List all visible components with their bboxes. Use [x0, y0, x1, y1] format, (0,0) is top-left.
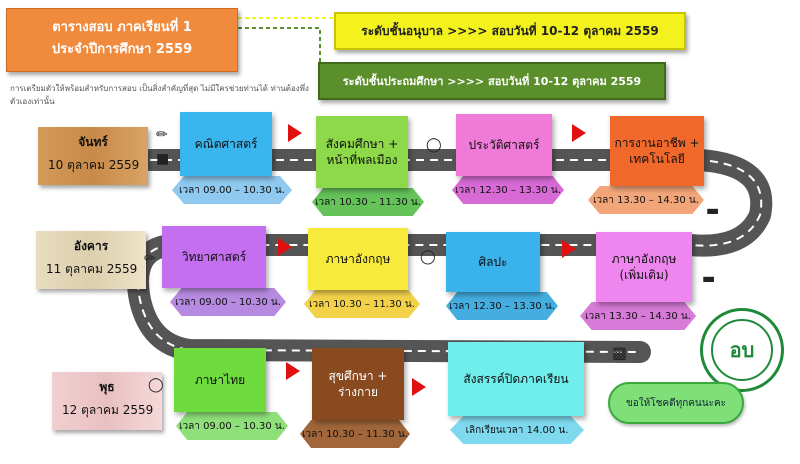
day-date: 11 ตุลาคม 2559 — [46, 262, 138, 276]
subject-card: สุขศึกษา + ร่างกาย — [312, 348, 404, 420]
next-arrow-icon — [412, 378, 426, 396]
reading-student-icon: ■ — [156, 151, 170, 167]
meal-plate-icon: ◯ — [420, 249, 436, 265]
logo-mark: อบ — [711, 319, 773, 381]
reading-student-icon: ✏ — [144, 251, 156, 267]
day-date: 10 ตุลาคม 2559 — [48, 158, 140, 172]
subject-card: สังคมศึกษา + หน้าที่พลเมือง — [316, 116, 408, 188]
subject-card: ภาษาอังกฤษ (เพิ่มเติม) — [596, 232, 692, 302]
title-line-1: ตารางสอบ ภาคเรียนที่ 1 — [52, 20, 192, 35]
motivation-note: การเตรียมตัวให้พร้อมสำหรับการสอบ เป็นสิ่… — [10, 84, 309, 106]
subject-card: ภาษาไทย — [174, 348, 266, 412]
meal-plate-icon: ◯ — [426, 137, 442, 153]
time-bar: เวลา 10.30 – 11.30 น. — [312, 188, 424, 216]
title-line-2: ประจำปีการศึกษา 2559 — [51, 42, 193, 57]
time-bar: เวลา 09.00 – 10.30 น. — [172, 176, 292, 204]
car-icon: ▩ — [612, 343, 628, 362]
kindergarten-banner: ระดับชั้นอนุบาล >>>> สอบวันที่ 10-12 ตุล… — [334, 12, 686, 50]
time-bar: เวลา 10.30 – 11.30 น. — [304, 290, 420, 318]
day-name: พุธ — [99, 380, 115, 394]
school-logo: อบ — [700, 308, 784, 392]
day-label-wednesday: พุธ 12 ตุลาคม 2559 — [52, 372, 162, 430]
day-date: 12 ตุลาคม 2559 — [62, 403, 154, 417]
subject-card: ประวัติศาสตร์ — [456, 114, 552, 176]
day-name: จันทร์ — [78, 135, 108, 149]
time-bar: เวลา 10.30 – 11.30 น. — [300, 420, 410, 448]
day-label-monday: จันทร์ 10 ตุลาคม 2559 — [38, 127, 148, 185]
subject-card: วิทยาศาสตร์ — [162, 226, 266, 288]
day-name: อังคาร — [73, 239, 109, 253]
bed-icon: ▬ — [702, 271, 716, 287]
reading-student-icon: ✏ — [156, 127, 168, 143]
subject-card: คณิตศาสตร์ — [180, 112, 272, 176]
next-arrow-icon — [278, 238, 292, 256]
next-arrow-icon — [562, 240, 576, 258]
next-arrow-icon — [286, 362, 300, 380]
exam-title-card: ตารางสอบ ภาคเรียนที่ 1 ประจำปีการศึกษา 2… — [6, 8, 238, 72]
time-bar: เวลา 13.30 – 14.30 น. — [580, 302, 696, 330]
time-bar: เวลา 13.30 – 14.30 น. — [588, 186, 704, 214]
next-arrow-icon — [572, 124, 586, 142]
subject-card: การงานอาชีพ + เทคโนโลยี — [610, 116, 704, 186]
time-bar: เลิกเรียนเวลา 14.00 น. — [450, 416, 584, 444]
next-arrow-icon — [288, 124, 302, 142]
time-bar: เวลา 12.30 – 13.30 น. — [452, 176, 564, 204]
subject-card: สังสรรค์ปิดภาคเรียน — [448, 342, 584, 416]
bed-icon: ▬ — [706, 203, 720, 219]
good-luck-bubble: ขอให้โชคดีทุกคนนะคะ — [608, 382, 744, 424]
meal-plate-icon: ◯ — [148, 377, 164, 393]
day-label-tuesday: อังคาร 11 ตุลาคม 2559 — [36, 231, 146, 289]
subject-card: ศิลปะ — [446, 232, 540, 292]
time-bar: เวลา 09.00 – 10.30 น. — [176, 412, 288, 440]
time-bar: เวลา 09.00 – 10.30 น. — [170, 288, 286, 316]
subject-card: ภาษาอังกฤษ — [308, 228, 408, 290]
primary-banner: ระดับชั้นประถมศึกษา >>>> สอบวันที่ 10-12… — [318, 62, 666, 100]
time-bar: เวลา 12.30 – 13.30 น. — [446, 292, 558, 320]
